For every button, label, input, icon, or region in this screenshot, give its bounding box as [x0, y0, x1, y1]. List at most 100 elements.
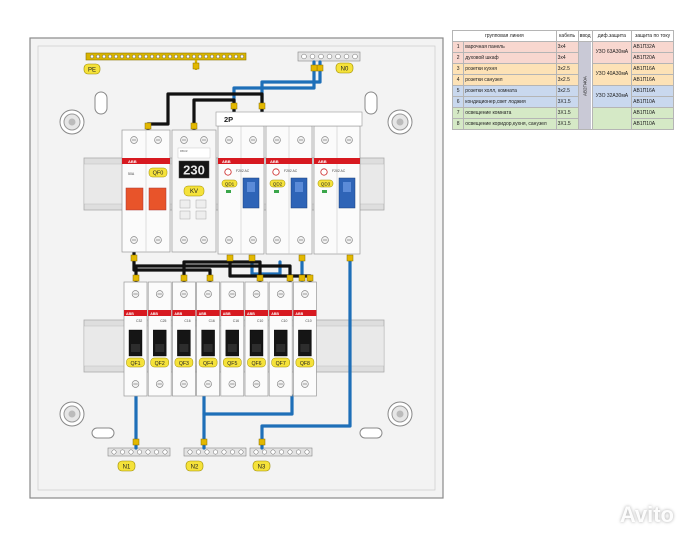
breaker-toggle[interactable]	[298, 329, 312, 357]
row-current-protection: АВ1П10А	[631, 96, 674, 108]
qf0-toggle[interactable]	[125, 187, 144, 211]
breaker-label: QF4	[203, 361, 213, 367]
rcd-label: QD1	[225, 181, 235, 186]
wire-ferrule	[132, 274, 140, 282]
breaker-label: QF6	[251, 361, 261, 367]
breaker-brand: ABB	[150, 312, 158, 316]
row-current-protection: АВ1П10А	[631, 118, 674, 130]
breaker-toggle[interactable]	[201, 329, 215, 357]
wire-ferrule	[144, 122, 152, 130]
breaker-toggle[interactable]	[128, 329, 143, 357]
row-cable: 3x2.5	[555, 74, 579, 86]
row-line-name: розетки холл, комната	[463, 85, 557, 97]
col-current: защита по току	[631, 30, 674, 42]
wire-ferrule	[316, 64, 324, 72]
rcd-brand: ABB	[222, 159, 231, 164]
wire-ferrule	[310, 64, 318, 72]
breaker-rating: C10	[281, 319, 287, 323]
kv-label: KV	[190, 189, 198, 195]
n3-label: N3	[258, 465, 266, 471]
breaker-rating: C10	[305, 319, 311, 323]
rcd-model: F202 AC	[284, 169, 298, 173]
kv-button[interactable]	[195, 199, 207, 209]
row-current-protection: АВ1П20А	[631, 52, 674, 64]
wire-ferrule	[206, 274, 214, 282]
table-header-row: групповая линия кабель ввод диф.защита з…	[452, 30, 674, 42]
wire-ferrule	[306, 274, 314, 282]
row-cable: 3x4	[555, 52, 579, 64]
kv-button[interactable]	[195, 210, 207, 220]
kv-brand: RBUZ	[180, 149, 188, 153]
wire-ferrule	[256, 274, 264, 282]
breaker-toggle[interactable]	[225, 329, 240, 357]
rcd-indicator	[226, 190, 231, 193]
n3-bar: N3	[249, 447, 313, 472]
avito-watermark: Avito	[619, 502, 674, 527]
wire-ferrule	[248, 254, 256, 262]
rcd-group-cell: УЗО 32А30мА	[591, 85, 633, 108]
breaker-rating: C16	[209, 319, 215, 323]
breaker-toggle[interactable]	[274, 329, 288, 357]
breaker-toggle[interactable]	[152, 329, 167, 357]
kv-button[interactable]	[179, 199, 191, 209]
breaker-rating: C32	[136, 319, 142, 323]
row-cable: 3X1.5	[555, 96, 579, 108]
wire-ferrule	[346, 254, 354, 262]
row-number: 6	[451, 96, 465, 108]
rcd-group-cell: УЗО 63А30мА	[591, 41, 633, 64]
pe-label: PE	[88, 68, 96, 74]
row-number: 5	[451, 85, 465, 97]
breaker-brand: ABB	[174, 312, 182, 316]
wire-ferrule	[258, 438, 266, 446]
wire-ferrule	[298, 274, 306, 282]
row-current-protection: АВ1П16А	[631, 85, 674, 97]
rcd-label: QD2	[273, 181, 283, 186]
n0-bar: N0	[297, 51, 361, 74]
breaker-brand: ABB	[247, 312, 255, 316]
breaker-toggle[interactable]	[249, 329, 264, 357]
test-button-icon[interactable]	[224, 168, 232, 176]
wire-ferrule	[130, 254, 138, 262]
qf0-brand: ABB	[128, 159, 137, 164]
test-button-icon[interactable]	[320, 168, 328, 176]
row-line-name: духовой шкаф	[463, 52, 557, 64]
row-current-protection: АВ1П10А	[631, 107, 674, 119]
kv-button[interactable]	[179, 210, 191, 220]
row-cable: 3x4	[555, 41, 579, 53]
test-button-icon[interactable]	[272, 168, 280, 176]
wire-ferrule	[258, 102, 266, 110]
row-number: 4	[451, 74, 465, 86]
row-line-name: варочная панель	[463, 41, 557, 53]
qf0-toggle[interactable]	[148, 187, 167, 211]
breaker-toggle[interactable]	[177, 329, 191, 357]
rcd-label: QD3	[321, 181, 331, 186]
wire-ferrule	[180, 274, 188, 282]
breaker-label: QF5	[227, 361, 237, 367]
qf0-label: QF0	[153, 171, 164, 177]
wire-ferrule	[192, 62, 200, 70]
row-line-name: розетки санузел	[463, 74, 557, 86]
wire-ferrule	[286, 274, 294, 282]
circuit-table: групповая линия кабель ввод диф.защита з…	[451, 30, 674, 130]
breaker-brand: ABB	[223, 312, 231, 316]
